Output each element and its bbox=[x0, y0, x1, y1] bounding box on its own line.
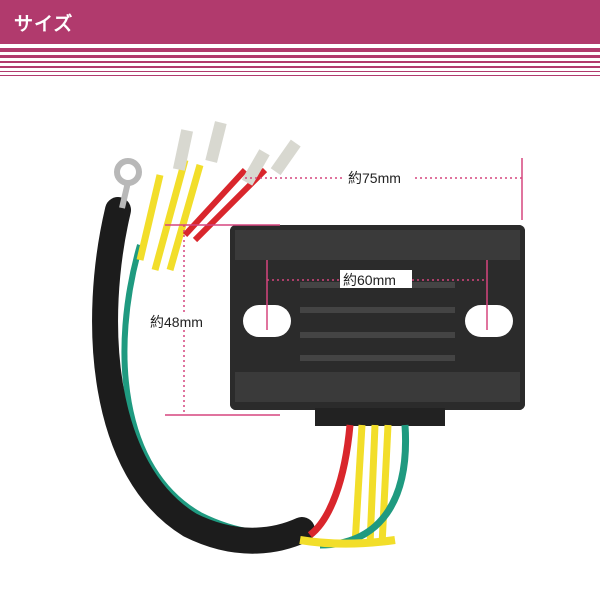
width-holes-label: 約60mm bbox=[343, 272, 396, 288]
height-label: 約48mm bbox=[150, 314, 203, 330]
header-stripes bbox=[0, 48, 600, 78]
page-title: サイズ bbox=[14, 13, 74, 35]
width-outer-label: 約75mm bbox=[348, 170, 401, 186]
header-bar: サイズ bbox=[0, 0, 600, 44]
